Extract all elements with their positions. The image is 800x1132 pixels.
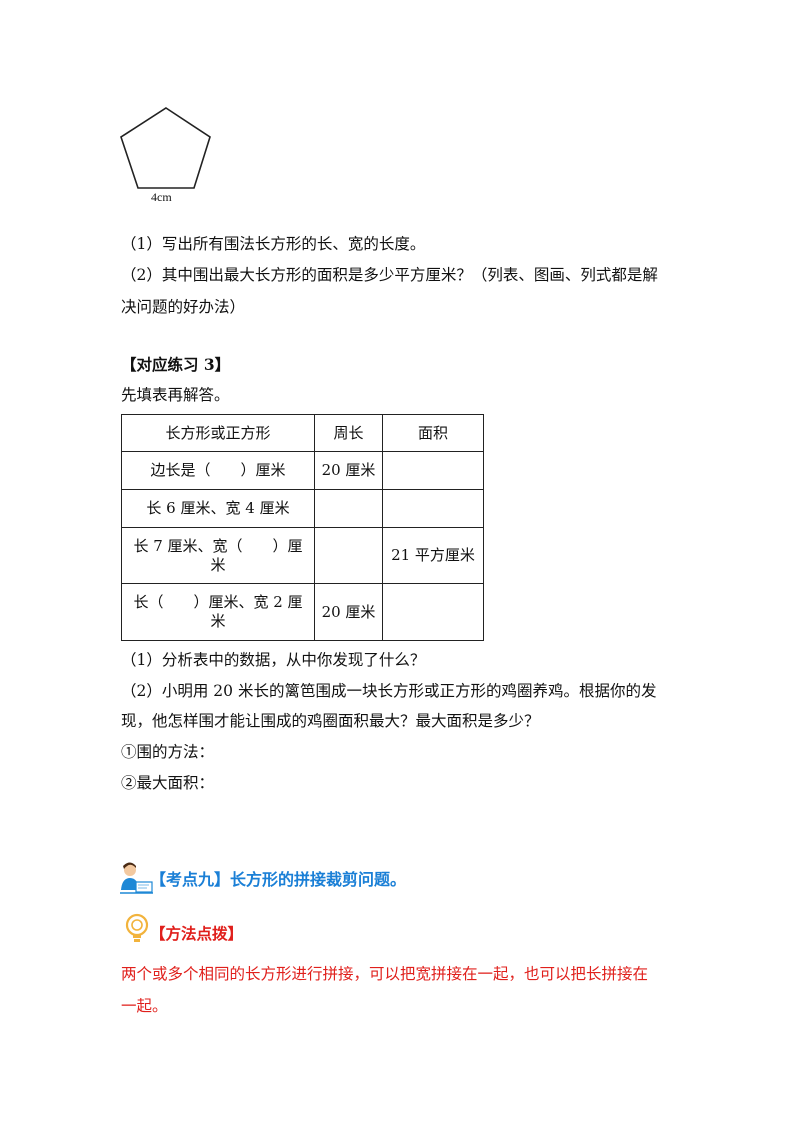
cell-perimeter[interactable] [314,527,383,584]
cell-area[interactable] [382,489,484,528]
question-1: （1）写出所有围法长方形的长、宽的长度。 [121,235,426,253]
table-row: 边长是（ ）厘米 20 厘米 [121,451,484,490]
exercise-intro: 先填表再解答。 [121,386,230,404]
cell-perimeter: 20 厘米 [314,583,383,641]
sub-question-1: （1）分析表中的数据，从中你发现了什么？ [121,651,426,669]
cell-area: 21 平方厘米 [382,527,484,584]
method-text-line-1: 两个或多个相同的长方形进行拼接，可以把宽拼接在一起，也可以把长拼接在 [121,965,649,983]
fill-in-table: 长方形或正方形 周长 面积 边长是（ ）厘米 20 厘米 长 6 厘米、宽 4 … [121,414,484,641]
pentagon-side-label: 4cm [151,190,172,204]
cell-area[interactable] [382,451,484,490]
cell-area[interactable] [382,583,484,641]
teacher-icon [120,862,153,894]
pentagon-shape [120,107,211,189]
cell-shape: 长 7 厘米、宽（ ）厘米 [121,527,315,584]
sub-question-2-line-1: （2）小明用 20 米长的篱笆围成一块长方形或正方形的鸡圈养鸡。根据你的发 [121,682,657,700]
question-2-line-2: 决问题的好办法） [121,298,246,316]
cell-shape: 长（ ）厘米、宽 2 厘米 [121,583,315,641]
pentagon-figure [120,107,211,189]
section-title: 【考点九】长方形的拼接裁剪问题。 [150,870,407,889]
method-text-line-2: 一起。 [121,997,168,1015]
question-2-line-1: （2）其中围出最大长方形的面积是多少平方厘米？（列表、图画、列式都是解 [121,266,658,284]
exercise-title: 【对应练习 3】 [121,355,231,374]
lightbulb-icon [125,913,149,942]
sub-question-2-line-2: 现，他怎样围才能让围成的鸡圈面积最大？最大面积是多少？ [121,712,540,730]
table-header-row: 长方形或正方形 周长 面积 [121,414,484,452]
answer-max-area: ②最大面积： [121,774,215,792]
cell-shape: 边长是（ ）厘米 [121,451,315,490]
header-area: 面积 [382,414,484,452]
cell-shape: 长 6 厘米、宽 4 厘米 [121,489,315,528]
table-row: 长 6 厘米、宽 4 厘米 [121,489,484,528]
header-perimeter: 周长 [314,414,383,452]
header-shape: 长方形或正方形 [121,414,315,452]
answer-method: ①围的方法： [121,743,215,761]
table-row: 长 7 厘米、宽（ ）厘米 21 平方厘米 [121,527,484,584]
method-title: 【方法点拨】 [150,924,244,943]
cell-perimeter: 20 厘米 [314,451,383,490]
cell-perimeter[interactable] [314,489,383,528]
table-row: 长（ ）厘米、宽 2 厘米 20 厘米 [121,583,484,641]
